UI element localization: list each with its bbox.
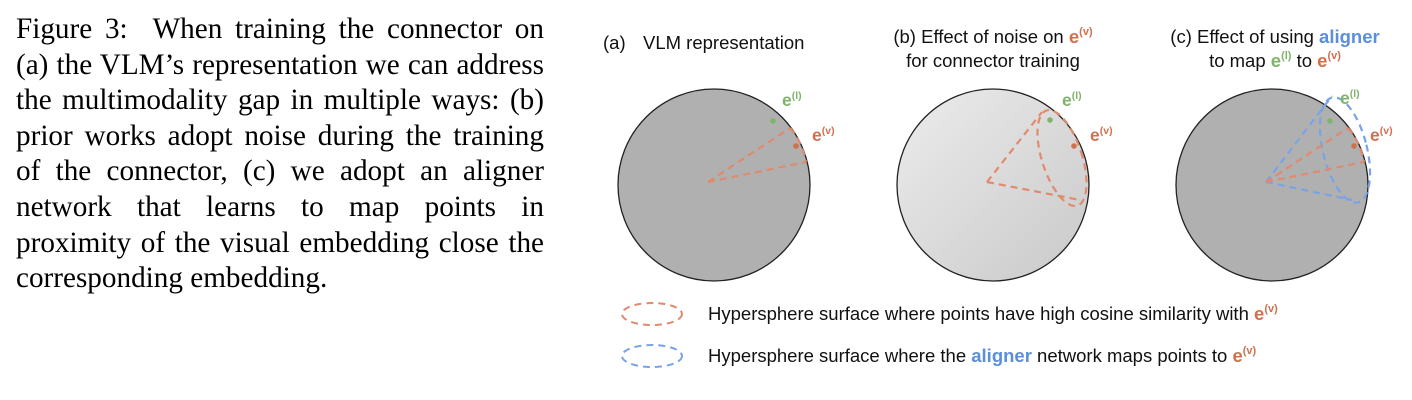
legend-blue: Hypersphere surface where the aligner ne… bbox=[621, 344, 1257, 368]
panel-b-point-l bbox=[1047, 117, 1053, 123]
panel-b-title-line2: for connector training bbox=[906, 50, 1080, 71]
panel-c-sphere bbox=[1175, 88, 1372, 282]
panel-c-cap bbox=[1347, 127, 1366, 163]
caption-label: Figure 3: bbox=[16, 13, 128, 45]
legend-blue-swatch bbox=[621, 344, 683, 368]
panel-b-cone bbox=[986, 111, 1081, 202]
caption-text: When training the connector on (a) the V… bbox=[16, 13, 544, 295]
panel-a-label-l: e(l) bbox=[782, 90, 802, 110]
panel-c-cone bbox=[1265, 127, 1365, 184]
panel-b-label-v: e(v) bbox=[1090, 125, 1113, 145]
legend-blue-text: Hypersphere surface where the aligner ne… bbox=[708, 345, 1257, 366]
panel-b-noise-ellipse bbox=[1036, 108, 1088, 208]
panel-b-sphere bbox=[896, 88, 1090, 282]
legend-red: Hypersphere surface where points have hi… bbox=[621, 302, 1278, 326]
panel-b-title-line1: (b) Effect of noise on e(v) bbox=[893, 26, 1093, 47]
panel-c-aligner-cone bbox=[1265, 95, 1353, 202]
figure-caption: Figure 3: When training the connector on… bbox=[16, 12, 544, 297]
panel-a-point-v bbox=[793, 143, 799, 149]
panel-c-title-line1: (c) Effect of using aligner bbox=[1170, 26, 1379, 47]
legend-red-text: Hypersphere surface where points have hi… bbox=[708, 303, 1278, 324]
panel-a-cap bbox=[789, 127, 808, 163]
panel-c-point-v bbox=[1351, 143, 1357, 149]
panel-a-cone bbox=[707, 127, 807, 184]
panel-b-label-l: e(l) bbox=[1062, 90, 1082, 110]
panel-c-label-v: e(v) bbox=[1370, 125, 1393, 145]
panel-c-title-line2: to map e(l) to e(v) bbox=[1209, 50, 1341, 71]
panel-c-label-l: e(l) bbox=[1340, 88, 1360, 108]
figure-panels: (a) VLM representation (b) Effect of noi… bbox=[603, 26, 1393, 368]
panel-a-point-l bbox=[770, 118, 776, 124]
panel-a-sphere bbox=[617, 88, 811, 282]
panel-c-aligner-ellipse bbox=[1318, 96, 1372, 204]
panel-c-point-l bbox=[1327, 118, 1333, 124]
caption-paragraph: Figure 3: When training the connector on… bbox=[16, 12, 544, 297]
panel-a-marker: (a) bbox=[603, 32, 626, 53]
panel-a-title: VLM representation bbox=[643, 32, 804, 53]
panel-b-point-v bbox=[1071, 143, 1077, 149]
legend-red-swatch bbox=[621, 302, 683, 326]
panel-a-label-v: e(v) bbox=[812, 125, 835, 145]
